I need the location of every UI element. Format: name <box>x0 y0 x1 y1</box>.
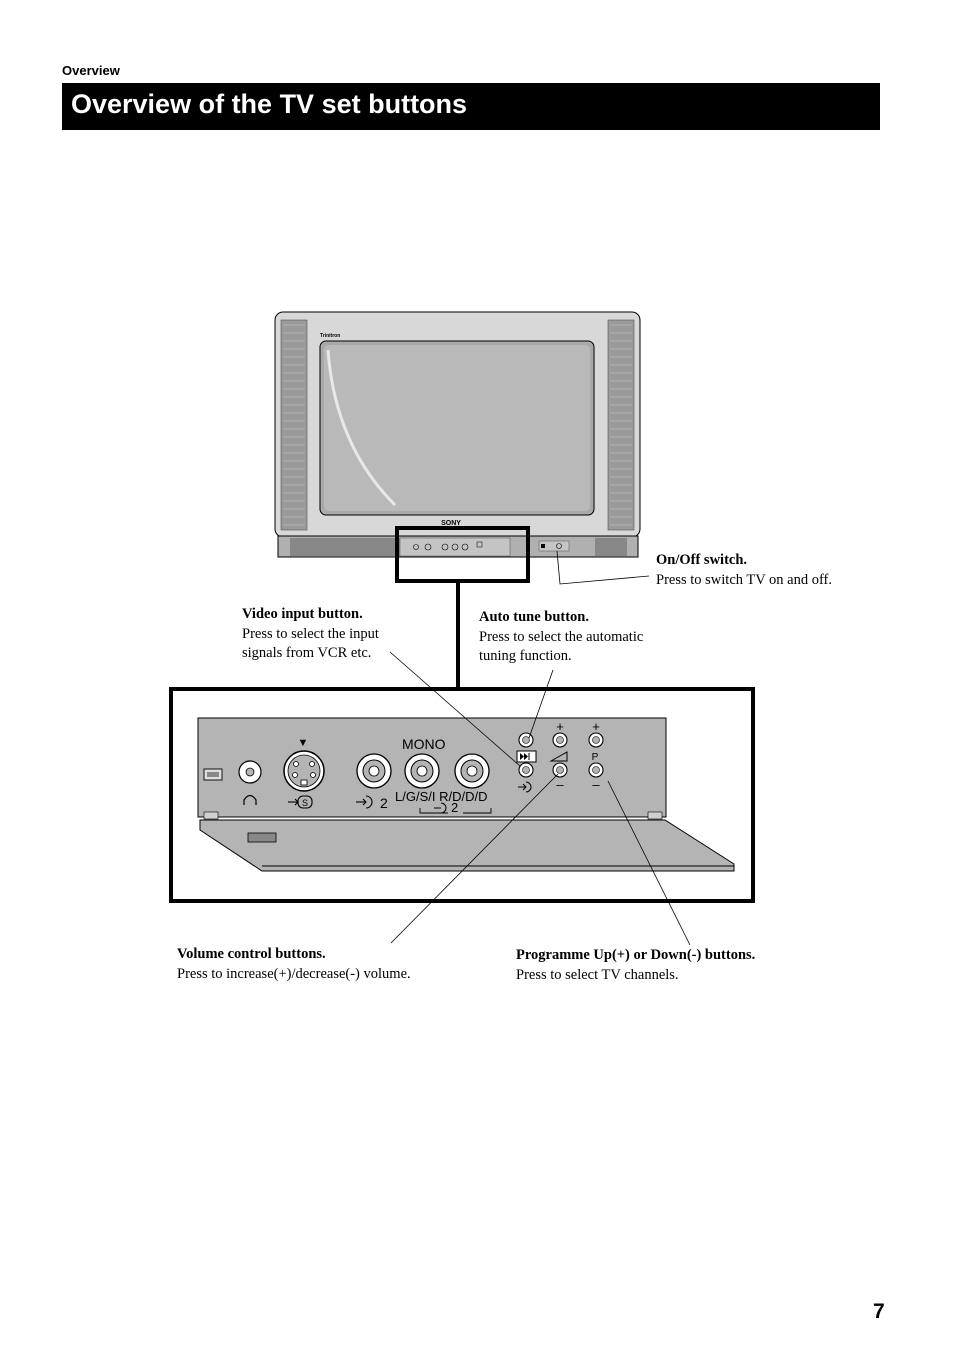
programme-desc: Press to select TV channels. <box>516 966 679 983</box>
sony-logo: SONY <box>441 520 461 527</box>
svideo-letter: S <box>302 798 308 808</box>
input2-label: 2 <box>380 795 388 811</box>
volume-icon <box>549 751 568 762</box>
video-input-icon <box>518 781 532 793</box>
onoff-title: On/Off switch. <box>656 552 748 568</box>
input2-bottom-label: 2 <box>451 800 458 815</box>
left-speaker <box>280 319 308 531</box>
mono-label: MONO <box>402 736 446 752</box>
volume-minus-label: – <box>556 777 564 792</box>
video-input-leader <box>389 651 521 767</box>
svideo-arrow-icon: ▼ <box>298 737 309 749</box>
onoff-callout: On/Off switch. Press to switch TV on and… <box>656 551 832 590</box>
volume-title: Volume control buttons. <box>177 946 326 962</box>
video-input-title: Video input button. <box>242 606 363 622</box>
programme-minus-label: – <box>592 777 600 792</box>
programme-leader <box>607 780 691 946</box>
programme-callout: Programme Up(+) or Down(-) buttons. Pres… <box>516 946 755 985</box>
section-label: Overview <box>62 63 120 78</box>
onoff-desc: Press to switch TV on and off. <box>656 571 833 588</box>
volume-leader <box>390 773 559 944</box>
auto-tune-callout: Auto tune button. Press to select the au… <box>479 608 643 667</box>
volume-callout: Volume control buttons. Press to increas… <box>177 945 411 984</box>
programme-title: Programme Up(+) or Down(-) buttons. <box>516 947 756 963</box>
control-panel: ▼ S MONO 2 L/G/S/I R/D/D/D <box>197 717 735 872</box>
panel-highlight <box>395 526 530 583</box>
title-bar: Overview of the TV set buttons <box>62 83 880 130</box>
volume-plus-label: + <box>556 719 564 734</box>
video-input-callout: Video input button. Press to select the … <box>242 605 379 664</box>
video-input-desc-2: signals from VCR etc. <box>242 645 372 661</box>
page-number: 7 <box>873 1300 885 1323</box>
video-input-desc-1: Press to select the input <box>242 625 379 642</box>
auto-tune-desc-2: tuning function. <box>479 648 572 664</box>
programme-letter: P <box>592 752 599 763</box>
auto-tune-desc-1: Press to select the automatic <box>479 628 644 645</box>
trinitron-label: Trinitron <box>320 333 340 339</box>
input2-icon <box>356 795 373 809</box>
tv-set: Trinitron SONY <box>274 311 641 558</box>
input2-bottom-icon <box>434 802 447 814</box>
auto-tune-title: Auto tune button. <box>479 609 589 625</box>
right-speaker <box>607 319 635 531</box>
page-title: Overview of the TV set buttons <box>71 89 468 119</box>
headphone-icon <box>243 794 257 805</box>
programme-plus-label: + <box>592 719 600 734</box>
onoff-leader <box>556 550 650 585</box>
audio-jack-label: L/G/S/I R/D/D/D <box>395 789 487 804</box>
auto-tune-leader <box>528 669 554 739</box>
svideo-input-icon: S <box>288 795 313 809</box>
volume-desc: Press to increase(+)/decrease(-) volume. <box>177 965 411 982</box>
